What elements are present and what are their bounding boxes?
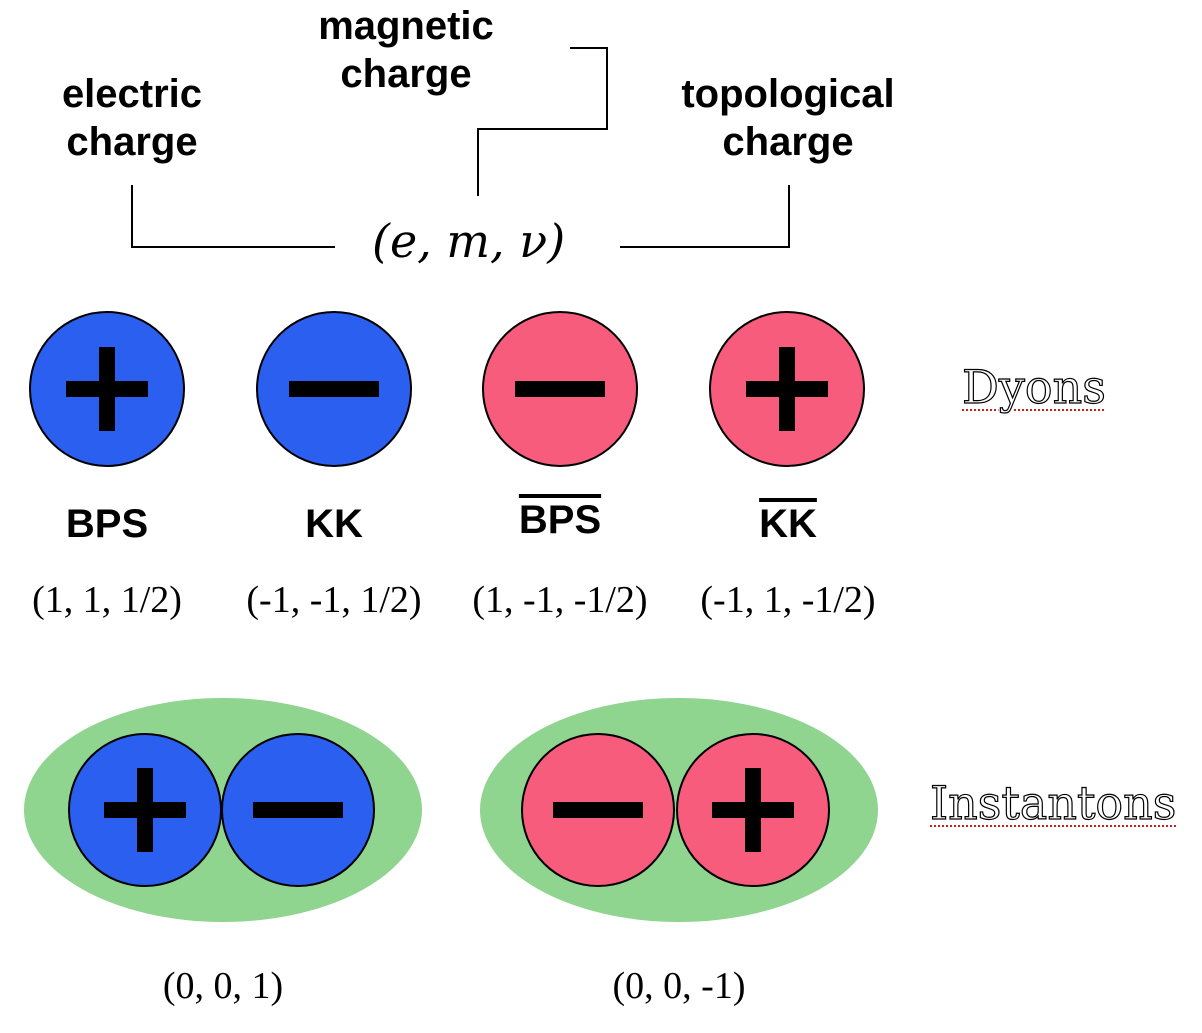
electric-charge-label: electric charge [61, 72, 203, 164]
minus-sign [253, 802, 343, 818]
dyon-anti-bps [482, 311, 638, 467]
dyon-tuple-kk: (-1, -1, 1/2) [246, 579, 422, 621]
dyon-tuple-bps: (1, 1, 1/2) [32, 579, 182, 621]
dyon-name-anti-bps: BPS [518, 498, 602, 542]
plus-sign-v [779, 347, 795, 431]
instanton-negative [480, 698, 878, 922]
plus-sign-v [137, 768, 153, 852]
charge-tuple-formula: (e, m, ν) [372, 214, 566, 268]
plus-sign-v [99, 347, 115, 431]
dyon-bps [29, 311, 185, 467]
magnetic-charge-label: magnetic charge [318, 4, 494, 96]
dyon-anti-kk [709, 311, 865, 467]
dyon-kk [256, 311, 412, 467]
instanton-positive [24, 698, 422, 922]
dyon-name-bps: BPS [65, 502, 149, 546]
minus-sign [289, 381, 379, 397]
magnetic-connector [477, 47, 608, 196]
dyon-tuple-anti-kk: (-1, 1, -1/2) [700, 579, 876, 621]
minus-sign [553, 802, 643, 818]
dyon-tuple-anti-bps: (1, -1, -1/2) [472, 579, 648, 621]
instanton-tuple-negative: (0, 0, -1) [612, 965, 746, 1007]
instanton-tuple-positive: (0, 0, 1) [162, 965, 284, 1007]
plus-sign-v [745, 768, 761, 852]
topological-connector [620, 185, 790, 248]
dyon-name-kk: KK [305, 502, 363, 546]
electric-connector [131, 185, 335, 248]
topological-charge-label: topological charge [681, 72, 895, 164]
dyons-title: Dyons [961, 359, 1106, 414]
dyon-name-anti-kk: KK [759, 502, 817, 546]
minus-sign [515, 381, 605, 397]
instantons-title: Instantons [929, 775, 1177, 830]
